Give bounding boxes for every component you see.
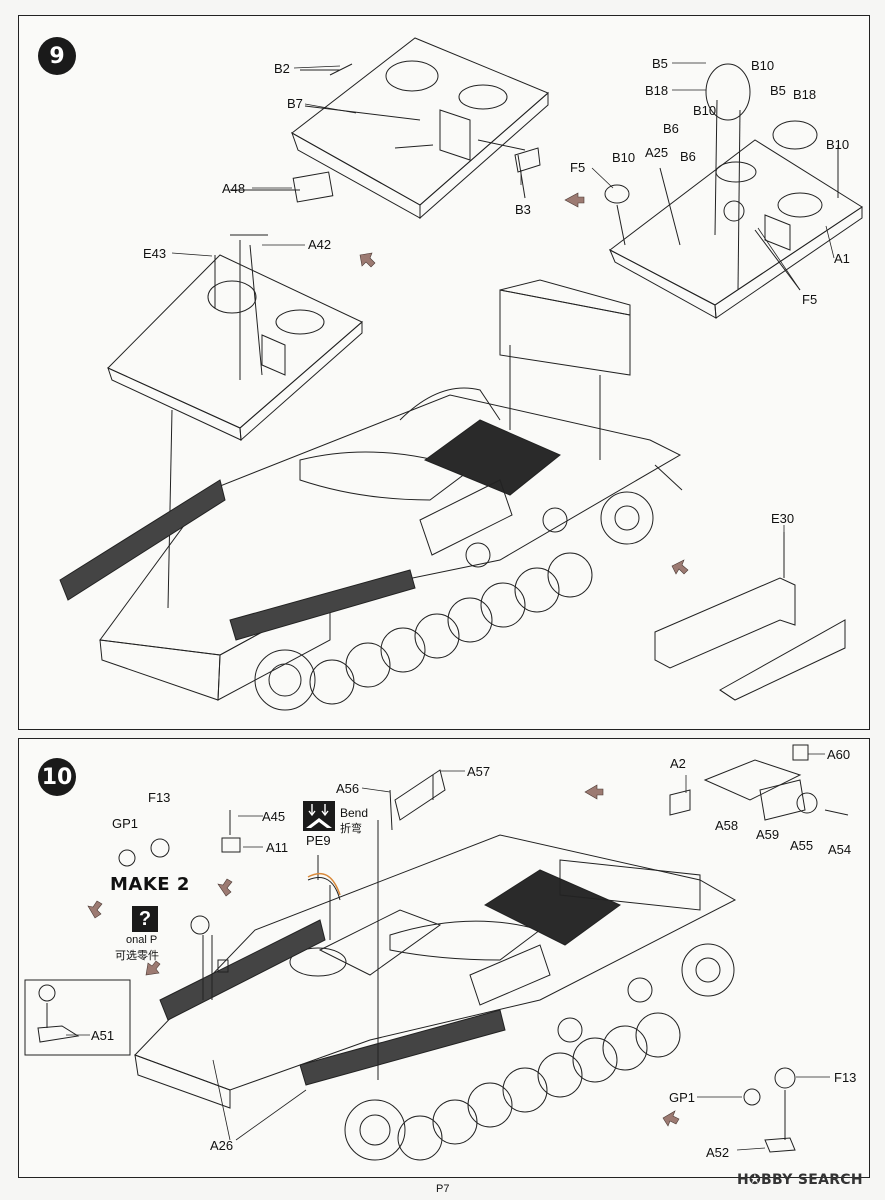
label-a56: A56 (336, 781, 360, 796)
direction-arrow (87, 900, 103, 919)
label-gp1: GP1 (669, 1090, 696, 1105)
label-b5: B5 (770, 83, 786, 98)
make-2-note: MAKE 2 (110, 874, 190, 895)
label-b10: B10 (751, 58, 775, 73)
direction-arrow (564, 192, 585, 208)
label-b2: B2 (274, 61, 290, 76)
label-f5: F5 (570, 160, 586, 175)
label-a48: A48 (222, 181, 246, 196)
label-b10: B10 (826, 137, 850, 152)
label-gp1: GP1 (112, 816, 139, 831)
direction-arrow (359, 252, 376, 268)
label-b3: B3 (515, 202, 531, 217)
step-10-badge: 10 (38, 758, 76, 796)
bend-label-cn: 折弯 (340, 823, 362, 835)
label-a57: A57 (467, 764, 491, 779)
label-b10: B10 (612, 150, 636, 165)
label-f13: F13 (148, 790, 171, 805)
page-number: P7 (436, 1183, 450, 1195)
label-b6: B6 (680, 149, 696, 164)
direction-arrow (145, 960, 161, 976)
direction-arrow (217, 878, 233, 897)
label-e43: E43 (143, 246, 167, 261)
label-f5: F5 (802, 292, 818, 307)
label-a45: A45 (262, 809, 286, 824)
label-a25: A25 (645, 145, 669, 160)
label-a60: A60 (827, 747, 851, 762)
label-a58: A58 (715, 818, 739, 833)
direction-arrow (671, 559, 689, 575)
label-a11: A11 (266, 840, 289, 855)
step-9-panel (18, 15, 870, 730)
hull-body-step10 (134, 834, 737, 1091)
label-a59: A59 (756, 827, 780, 842)
optional-part-icon: ? (132, 906, 158, 932)
optional-part-text-cn: 可选零件 (115, 950, 159, 962)
label-a2: A2 (670, 756, 686, 771)
bend-icon (303, 801, 335, 831)
label-a55: A55 (790, 838, 814, 853)
label-a42: A42 (308, 237, 332, 252)
hull-body (99, 394, 682, 656)
label-a52: A52 (706, 1145, 730, 1160)
label-b18: B18 (793, 87, 817, 102)
label-a51: A51 (91, 1028, 115, 1043)
label-f13: F13 (834, 1070, 857, 1085)
label-a1: A1 (834, 251, 850, 266)
label-b18: B18 (645, 83, 669, 98)
direction-arrow (662, 1110, 680, 1127)
label-a26: A26 (210, 1138, 234, 1153)
label-e30: E30 (771, 511, 795, 526)
label-b5: B5 (652, 56, 668, 71)
bend-label: Bend (340, 806, 369, 820)
label-b7: B7 (287, 96, 303, 111)
optional-part-text: onal P (126, 934, 158, 946)
label-b6: B6 (663, 121, 679, 136)
label-b10: B10 (693, 103, 717, 118)
label-a54: A54 (828, 842, 852, 857)
label-pe9: PE9 (306, 833, 331, 848)
e30-part (654, 577, 796, 669)
source-watermark: H✪BBY SEARCH (737, 1172, 863, 1188)
step-9-badge: 9 (38, 37, 76, 75)
direction-arrow (584, 784, 604, 800)
